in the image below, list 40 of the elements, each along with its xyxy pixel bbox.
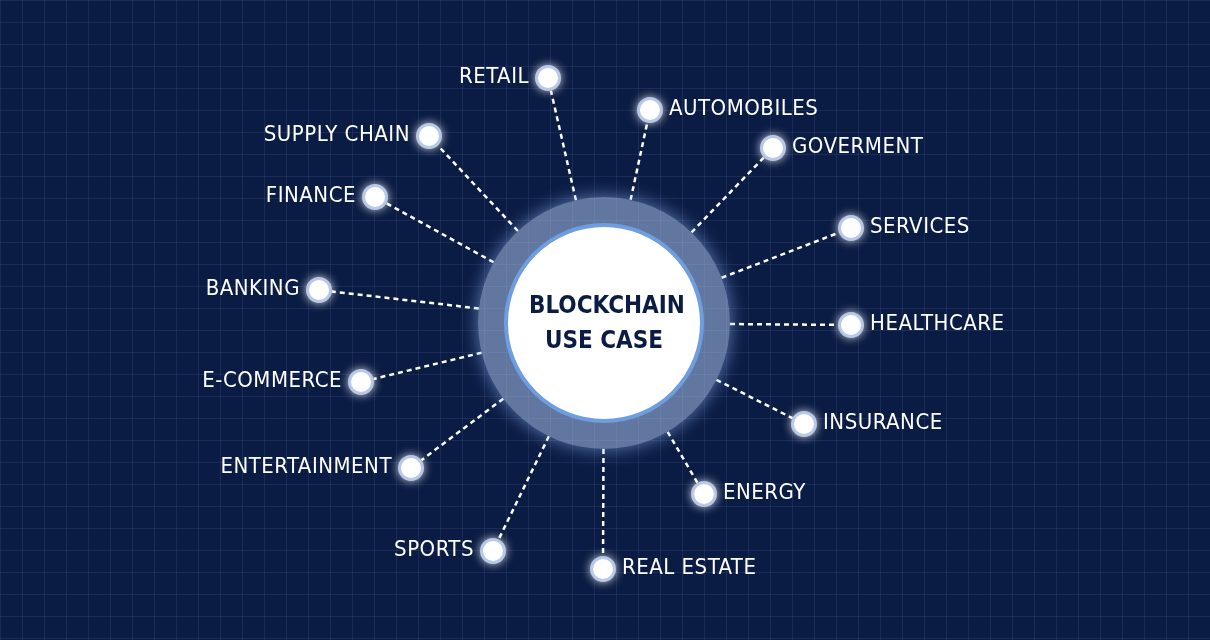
node-dot [306, 277, 332, 303]
dashed-connector [373, 351, 482, 381]
category-label: AUTOMOBILES [669, 95, 819, 121]
dashed-connector [420, 397, 504, 462]
category-label: ENERGY [723, 479, 806, 505]
category-label: RETAIL [458, 63, 529, 89]
category-label: SERVICES [870, 213, 970, 239]
category-label: SPORTS [394, 536, 474, 562]
node-dot [838, 215, 864, 241]
dashed-connector [601, 449, 605, 556]
category-label: INSURANCE [823, 409, 943, 435]
node-dot [398, 455, 424, 481]
node-dot [691, 481, 717, 507]
node-dot [535, 65, 561, 91]
dashed-connector [666, 431, 699, 484]
hub-circle [504, 223, 704, 423]
category-label: FINANCE [265, 182, 356, 208]
node-dot [348, 369, 374, 395]
dashed-connector [549, 90, 578, 201]
category-label: SUPPLY CHAIN [263, 121, 410, 147]
category-label: ENTERTAINMENT [220, 453, 392, 479]
category-label: GOVERMENT [792, 133, 924, 159]
node-dot [590, 556, 616, 582]
dashed-connector [385, 202, 495, 264]
node-dot [637, 97, 663, 123]
node-dot [791, 411, 817, 437]
dashed-connector [715, 378, 793, 420]
category-label: BANKING [205, 275, 300, 301]
node-dot [760, 135, 786, 161]
dashed-connector [690, 156, 765, 234]
category-label: REAL ESTATE [622, 554, 757, 580]
node-dot [838, 312, 864, 338]
dashed-connector [497, 435, 550, 540]
node-dot [480, 538, 506, 564]
category-label: HEALTHCARE [870, 310, 1005, 336]
dashed-connector [331, 290, 479, 310]
dashed-connector [629, 122, 649, 201]
node-dot [416, 123, 442, 149]
category-label: E-COMMERCE [202, 367, 342, 393]
node-dot [362, 184, 388, 210]
